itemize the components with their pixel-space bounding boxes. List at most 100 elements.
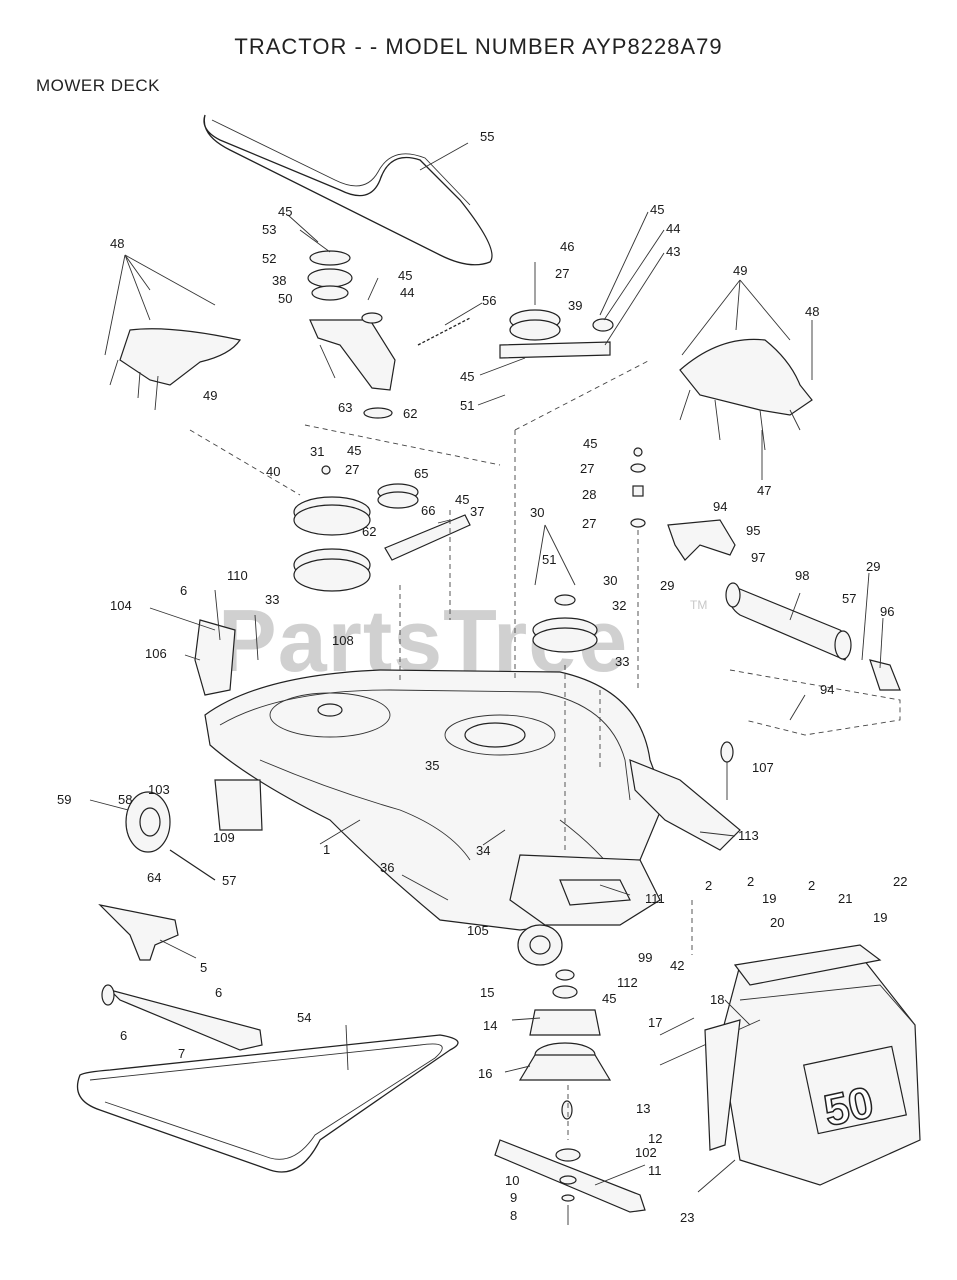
callout-94: 94 — [820, 682, 834, 697]
callout-33: 33 — [615, 654, 629, 669]
chute-decal-text: 50 — [820, 1078, 878, 1136]
callout-18: 18 — [710, 992, 724, 1007]
callout-54: 54 — [297, 1010, 311, 1025]
callout-62: 62 — [403, 406, 417, 421]
callout-19: 19 — [873, 910, 887, 925]
callout-32: 32 — [612, 598, 626, 613]
callout-46: 46 — [560, 239, 574, 254]
gauge-wheel-58 — [89, 791, 216, 881]
spindle-assembly — [518, 969, 612, 1120]
roller-bracket — [729, 669, 901, 736]
callout-104: 104 — [110, 598, 132, 613]
callout-44: 44 — [666, 221, 680, 236]
page-title: TRACTOR - - MODEL NUMBER AYP8228A79 — [234, 34, 723, 59]
center-pulley-39 — [499, 262, 614, 359]
callout-44: 44 — [400, 285, 414, 300]
callout-45: 45 — [347, 443, 361, 458]
discharge-chute-23 — [659, 944, 921, 1186]
callout-99: 99 — [638, 950, 652, 965]
callout-49: 49 — [733, 263, 747, 278]
callout-6: 6 — [215, 985, 222, 1000]
spring-56 — [417, 317, 471, 346]
callout-94: 94 — [713, 499, 727, 514]
callout-27: 27 — [582, 516, 596, 531]
callout-2: 2 — [705, 878, 712, 893]
callout-16: 16 — [478, 1066, 492, 1081]
idler-arm-assembly — [299, 229, 396, 419]
callout-56: 56 — [482, 293, 496, 308]
callout-27: 27 — [580, 461, 594, 476]
callout-19: 19 — [762, 891, 776, 906]
callout-labels: 55 45 53 52 38 45 44 50 63 62 48 49 45 4… — [57, 129, 907, 1225]
callout-43: 43 — [666, 244, 680, 259]
callout-23: 23 — [680, 1210, 694, 1225]
callout-14: 14 — [483, 1018, 497, 1033]
callout-105: 105 — [467, 923, 489, 938]
callout-110: 110 — [227, 568, 248, 583]
callout-21: 21 — [838, 891, 852, 906]
callout-5: 5 — [200, 960, 207, 975]
callout-57: 57 — [842, 591, 856, 606]
watermark-trademark: TM — [690, 598, 708, 612]
callout-35: 35 — [425, 758, 439, 773]
callout-50: 50 — [278, 291, 292, 306]
callout-40: 40 — [266, 464, 280, 479]
section-title: MOWER DECK — [36, 76, 160, 95]
callout-33: 33 — [265, 592, 279, 607]
callout-1: 1 — [323, 842, 330, 857]
callout-15: 15 — [480, 985, 494, 1000]
callout-28: 28 — [582, 487, 596, 502]
callout-27: 27 — [345, 462, 359, 477]
callout-30: 30 — [530, 505, 544, 520]
callout-27: 27 — [555, 266, 569, 281]
callout-48: 48 — [110, 236, 124, 251]
callout-2: 2 — [747, 874, 754, 889]
callout-65: 65 — [414, 466, 428, 481]
blade-and-adapter-left — [98, 904, 263, 1051]
belt-shield-left — [104, 254, 241, 411]
callout-45: 45 — [602, 991, 616, 1006]
callout-42: 42 — [670, 958, 684, 973]
callout-10: 10 — [505, 1173, 519, 1188]
left-pulley-stack — [293, 465, 471, 592]
callout-45: 45 — [455, 492, 469, 507]
callout-9: 9 — [510, 1190, 517, 1205]
spindle-cluster — [509, 854, 661, 966]
callout-52: 52 — [262, 251, 276, 266]
callout-38: 38 — [272, 273, 286, 288]
belt-54 — [76, 1034, 459, 1173]
callout-47: 47 — [757, 483, 771, 498]
callout-34: 34 — [476, 843, 490, 858]
callout-36: 36 — [380, 860, 394, 875]
callout-37: 37 — [470, 504, 484, 519]
leader-lines — [159, 142, 884, 1193]
callout-7: 7 — [178, 1046, 185, 1061]
callout-113: 113 — [738, 828, 759, 843]
callout-112: 112 — [617, 975, 638, 990]
callout-95: 95 — [746, 523, 760, 538]
callout-109: 109 — [213, 830, 235, 845]
callout-58: 58 — [118, 792, 132, 807]
blade-11 — [494, 1139, 646, 1225]
callout-64: 64 — [147, 870, 161, 885]
callout-106: 106 — [145, 646, 167, 661]
callout-108: 108 — [332, 633, 354, 648]
callout-57: 57 — [222, 873, 236, 888]
callout-49: 49 — [203, 388, 217, 403]
callout-45: 45 — [398, 268, 412, 283]
callout-45: 45 — [278, 204, 292, 219]
callout-55: 55 — [480, 129, 494, 144]
callout-29: 29 — [660, 578, 674, 593]
callout-29: 29 — [866, 559, 880, 574]
callout-98: 98 — [795, 568, 809, 583]
bracket-95 — [667, 519, 736, 561]
callout-63: 63 — [338, 400, 352, 415]
callout-45: 45 — [583, 436, 597, 451]
callout-13: 13 — [636, 1101, 650, 1116]
callout-59: 59 — [57, 792, 71, 807]
callout-53: 53 — [262, 222, 276, 237]
belt-shield-right — [679, 279, 813, 480]
anti-scalp-roller-98 — [725, 582, 901, 691]
deck-hanger-right — [629, 741, 741, 851]
belt-55 — [203, 114, 493, 266]
